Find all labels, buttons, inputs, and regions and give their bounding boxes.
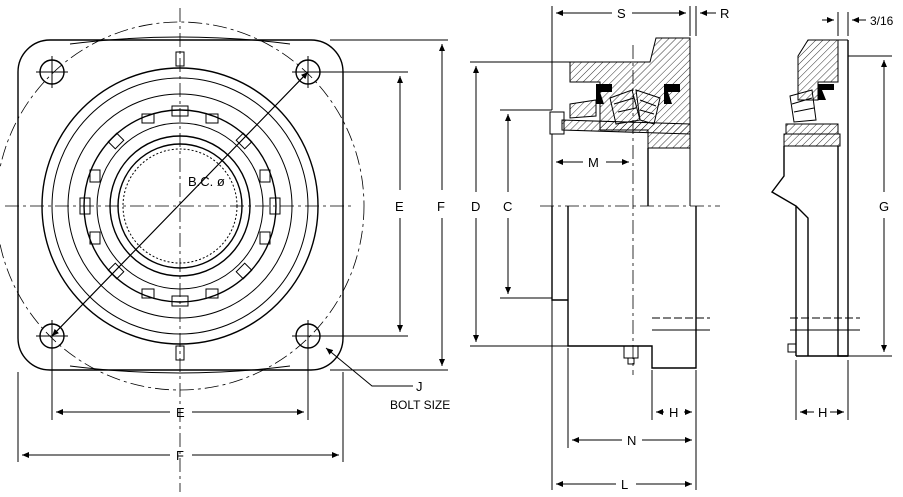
dim-g: G	[879, 199, 889, 214]
dim-j: J	[416, 379, 423, 394]
dim-m: M	[588, 155, 599, 170]
dim-s: S	[617, 6, 626, 21]
dim-r: R	[720, 6, 729, 21]
dim-h-side: H	[669, 405, 678, 420]
end-section-view: 3/16 G H	[770, 12, 894, 420]
dim-f-vertical: F	[437, 199, 445, 214]
dim-h-end: H	[818, 405, 827, 420]
bc-label: B.C. ø	[188, 174, 225, 189]
collar-teeth	[79, 105, 281, 307]
dim-e-vertical: E	[395, 199, 404, 214]
dim-l: L	[621, 477, 628, 492]
dim-d: D	[471, 199, 480, 214]
side-section-view: S R D C M H N L	[470, 6, 729, 492]
dim-c: C	[503, 199, 512, 214]
bolt-size-label: BOLT SIZE	[390, 398, 450, 412]
dim-e-horizontal: E	[176, 405, 185, 420]
front-view: B.C. ø E F E F J BOLT SIZE	[0, 8, 450, 492]
dim-f-horizontal: F	[176, 448, 184, 463]
dim-three-sixteenths: 3/16	[870, 14, 894, 28]
dim-n: N	[627, 433, 636, 448]
